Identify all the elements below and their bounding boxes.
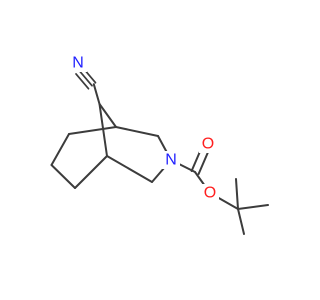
nitrile-n-label: N [72,55,84,72]
ester-o-label: O [204,185,216,202]
cyano-bridge-bond [92,83,101,105]
ring-bond-4 [74,155,108,189]
tbutyl-methyl-1 [235,178,239,210]
nitrile-bond-3 [75,73,90,90]
ring-bond-5 [115,126,159,137]
nitrile-nitrogen: N [70,54,87,72]
bridge-left-bond [98,103,108,157]
bonds [50,67,269,235]
tbutyl-methyl-2 [237,204,269,210]
nitrile-bond-1 [78,70,93,87]
ring-bond-1 [68,126,117,135]
ring-n-label: N [165,152,177,169]
atom-labels: N N O O [70,54,219,202]
carbonyl-o-label: O [202,136,214,153]
ring-bond-3 [50,164,76,189]
ring-bond-8 [106,155,153,183]
molecule-diagram: N N O O [50,54,269,235]
carbonyl-double-bond-2 [197,150,210,175]
ester-oxygen: O [201,184,219,202]
carbonyl-oxygen: O [199,135,217,153]
ring-nitrogen: N [162,151,180,169]
bridge-right-bond [98,103,117,128]
tbutyl-methyl-3 [237,208,245,235]
ring-bond-2 [50,133,70,166]
